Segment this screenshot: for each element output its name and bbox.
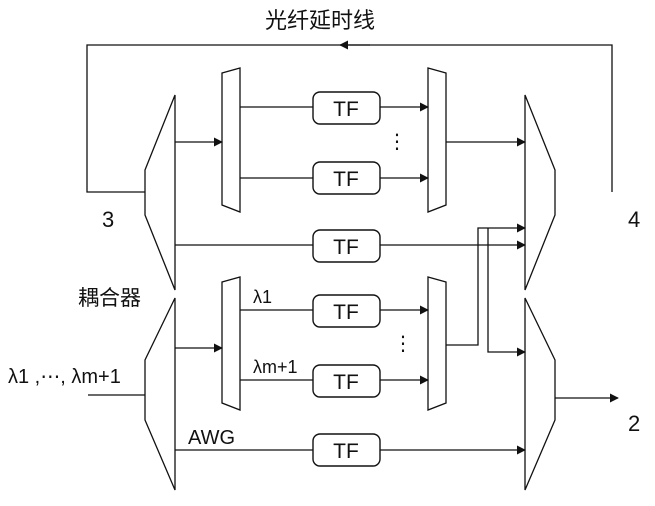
awg-label: AWG [188, 427, 235, 449]
tf-middle: TF [312, 229, 381, 263]
upper-branch-lines [175, 102, 526, 183]
ellipsis-lower: ⋮ [393, 333, 413, 355]
left-lower-splitter [144, 297, 176, 491]
input-wavelengths-label: λ1 ,⋯, λm+1 [8, 366, 121, 388]
delay-line-loop [86, 40, 613, 193]
tf-lower-1: TF [312, 294, 381, 328]
lambda-1-label: λ1 [253, 287, 272, 307]
tf-label: TF [333, 301, 359, 324]
port-2-label: 2 [628, 411, 640, 436]
awg-demux-upper [221, 67, 241, 213]
tf-upper-2: TF [312, 161, 381, 195]
right-upper-combiner [524, 94, 556, 291]
port-4-label: 4 [628, 207, 640, 232]
tf-label: TF [333, 236, 359, 259]
coupler-label: 耦合器 [78, 286, 141, 310]
diagram-title: 光纤延时线 [265, 9, 375, 34]
tf-upper-1: TF [312, 91, 381, 125]
lambda-m1-label: λm+1 [253, 357, 298, 377]
port-3-label: 3 [102, 207, 114, 232]
awg-demux-lower [221, 276, 241, 411]
awg-mux-upper [427, 67, 447, 213]
tf-label: TF [333, 168, 359, 191]
tf-label: TF [333, 440, 359, 463]
awg-mux-lower [427, 276, 447, 411]
tf-lower-2: TF [312, 364, 381, 398]
lower-branch-lines [175, 223, 526, 385]
tf-label: TF [333, 371, 359, 394]
ellipsis-upper: ⋮ [387, 131, 407, 153]
left-upper-splitter [144, 94, 176, 291]
right-lower-combiner [524, 297, 556, 491]
tf-bottom: TF [312, 433, 381, 467]
tf-label: TF [333, 98, 359, 121]
